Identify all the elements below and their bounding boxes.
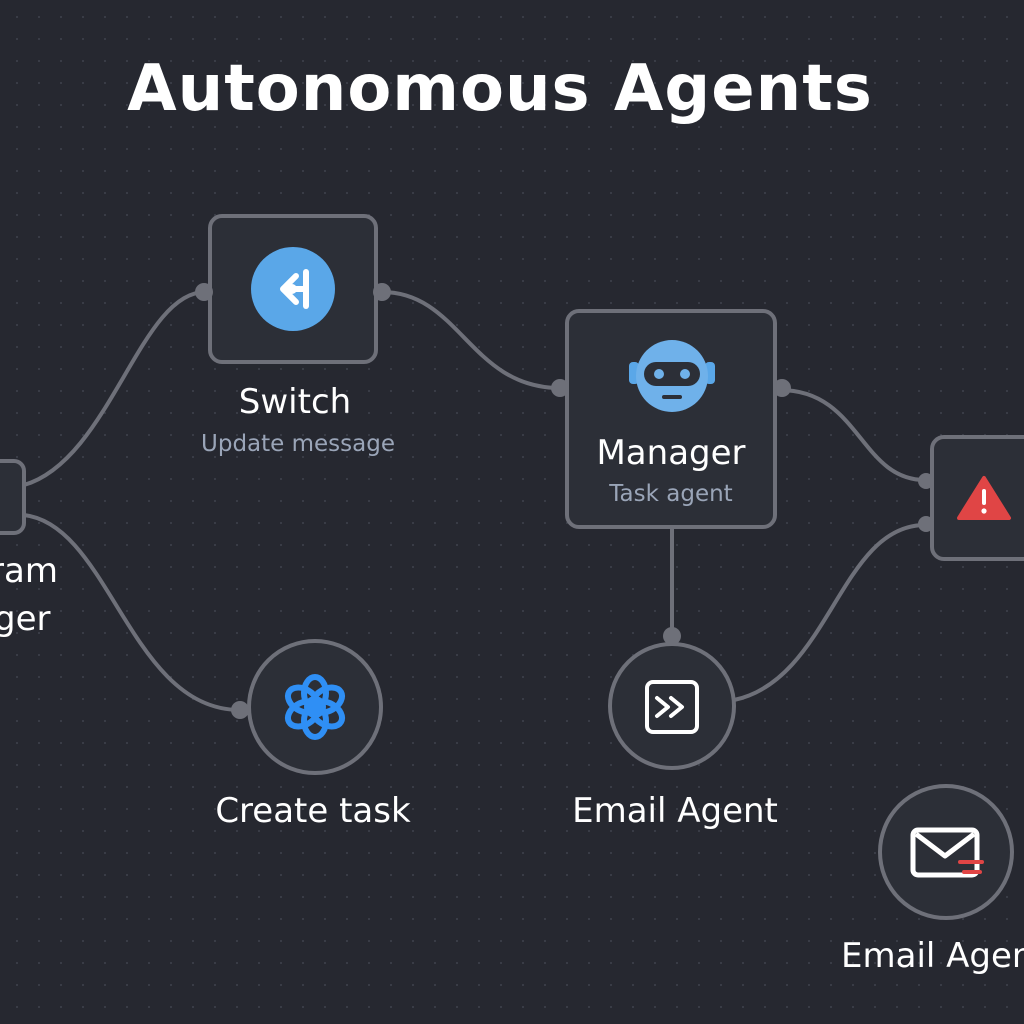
alert-input-port-top[interactable] — [918, 473, 934, 489]
forward-arrows-icon — [645, 680, 699, 734]
trigger-label-line1: ram — [0, 551, 58, 591]
manager-label: Manager — [596, 433, 746, 473]
manager-output-port[interactable] — [773, 379, 791, 397]
create-task-input-port[interactable] — [231, 701, 249, 719]
switch-node[interactable] — [195, 214, 391, 364]
manager-input-port[interactable] — [551, 379, 569, 397]
email-agent-2-node[interactable] — [878, 784, 1014, 920]
switch-input-port[interactable] — [195, 283, 213, 301]
switch-label: Switch — [238, 382, 352, 422]
manager-node[interactable] — [551, 309, 791, 529]
warning-icon — [957, 476, 1011, 520]
email-agent-2-label: Email Agen — [841, 936, 1024, 976]
page-title: Autonomous Agents — [127, 52, 873, 126]
wire-trigger-to-create-task — [22, 513, 242, 712]
email-agent-input-port[interactable] — [663, 627, 681, 645]
switch-icon — [251, 247, 335, 331]
trigger-node[interactable] — [0, 459, 26, 535]
email-agent-node[interactable] — [608, 627, 736, 770]
manager-sublabel: Task agent — [609, 481, 733, 507]
trigger-label-line2: ger — [0, 599, 51, 639]
mail-icon — [910, 827, 984, 878]
switch-sublabel: Update message — [201, 431, 395, 457]
email-agent-label: Email Agent — [572, 791, 778, 831]
openai-flower-icon — [284, 674, 346, 740]
alert-input-port-bottom[interactable] — [918, 516, 934, 532]
alert-node[interactable] — [918, 435, 1024, 561]
create-task-label: Create task — [215, 791, 411, 831]
wire-email-agent-to-alert — [732, 523, 927, 702]
wire-trigger-to-switch — [22, 290, 207, 487]
wire-switch-to-manager — [380, 290, 562, 390]
robot-icon — [629, 340, 715, 412]
wire-manager-to-alert — [778, 388, 927, 482]
create-task-node[interactable] — [231, 639, 383, 775]
switch-output-port[interactable] — [373, 283, 391, 301]
